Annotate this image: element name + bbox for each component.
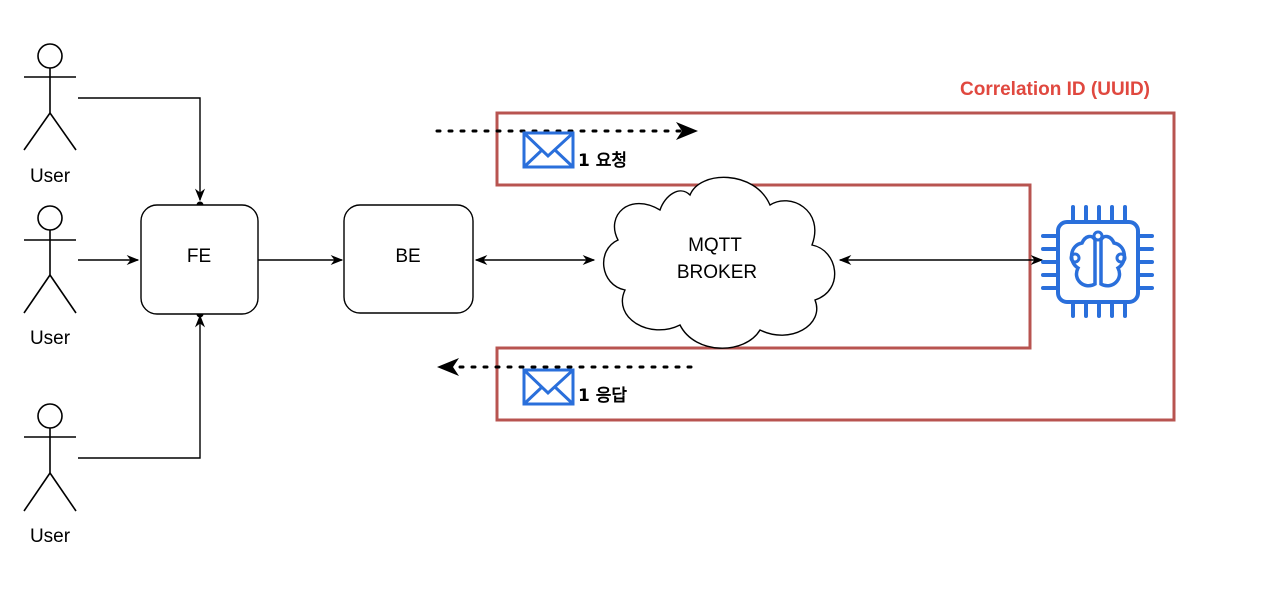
be-node: BE (343, 204, 474, 314)
mqtt-broker-node: MQTT BROKER (603, 176, 836, 349)
correlation-id-label: Correlation ID (UUID) (960, 79, 1150, 100)
response-label: 1 응답 (578, 386, 627, 406)
ai-chip-icon (1041, 205, 1154, 318)
broker-label-line1: MQTT (688, 235, 742, 256)
response-arrowhead (437, 358, 459, 376)
request-arrowhead (676, 122, 698, 140)
fe-label: FE (187, 246, 211, 267)
user-label: User (30, 166, 71, 187)
stick-figure-icon (23, 43, 77, 151)
user-label: User (30, 526, 71, 547)
user-actor-1: User (23, 43, 77, 187)
envelope-icon (522, 368, 575, 406)
request-label: 1 요청 (578, 150, 627, 171)
be-label: BE (395, 246, 420, 267)
user-to-fe-connectors (78, 97, 206, 459)
stick-figure-icon (23, 205, 77, 314)
user-label: User (30, 328, 71, 349)
cloud-shape (603, 176, 836, 349)
stick-figure-icon (23, 403, 77, 512)
broker-label-line2: BROKER (677, 262, 757, 283)
fe-node: FE (140, 204, 259, 315)
user-actor-3: User (23, 403, 77, 547)
user-actor-2: User (23, 205, 77, 349)
correlation-boundary (495, 111, 1176, 422)
envelope-icon (522, 131, 575, 169)
